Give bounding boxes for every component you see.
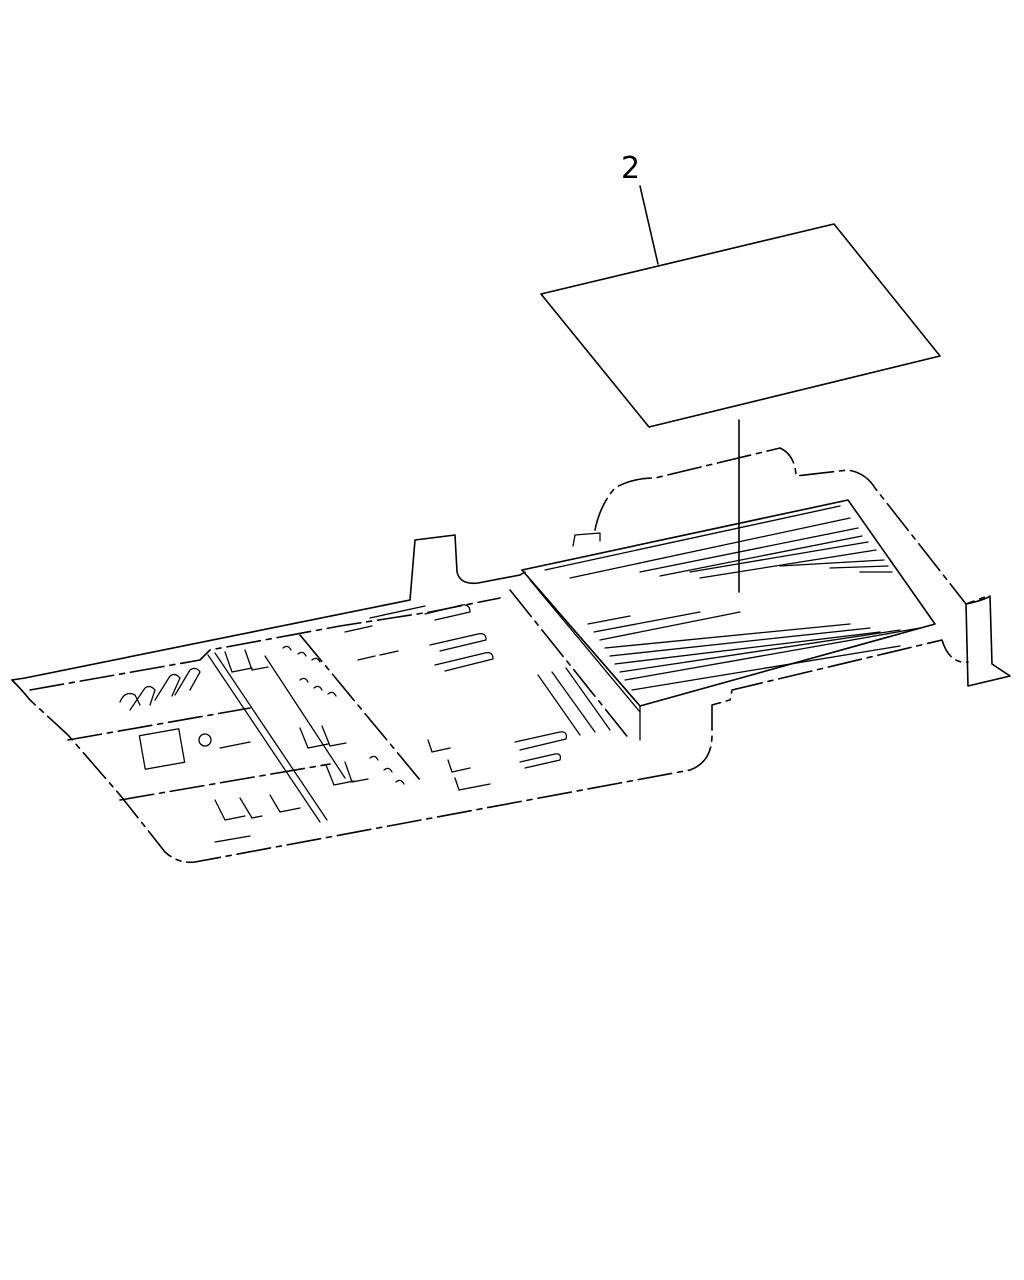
- rear-platform-edge-b: [529, 579, 641, 713]
- callout-2[interactable]: 2: [621, 151, 659, 265]
- front-divider-3: [119, 763, 331, 801]
- front-right-rib-pattern: [344, 604, 611, 791]
- floor-mat-outline-front: [11, 639, 969, 864]
- floor-mat-right-flap: [965, 595, 1011, 687]
- rib-diag-1: [207, 654, 321, 823]
- left-rib-pattern: [119, 667, 301, 843]
- front-center-line-2: [509, 589, 631, 741]
- pad-part-2[interactable]: [540, 223, 941, 428]
- rear-platform-edge-a: [521, 569, 641, 707]
- rib-diag-3: [264, 655, 346, 779]
- front-center-line-1: [299, 634, 421, 781]
- rear-platform: [521, 499, 936, 707]
- callout-2-label: 2: [621, 151, 640, 186]
- floor-mat-outline-rear: [594, 447, 986, 605]
- front-divider-2: [67, 707, 251, 741]
- rear-platform-ribs: [544, 505, 921, 691]
- callout-2-leader: [639, 185, 659, 265]
- rib-diag-2: [214, 652, 328, 821]
- floor-mat-outline-left: [11, 534, 526, 681]
- front-middle-rib-pattern: [224, 645, 405, 786]
- front-divider-1: [29, 597, 501, 691]
- rear-platform-tab: [572, 532, 601, 547]
- floor-mat: [11, 447, 1011, 864]
